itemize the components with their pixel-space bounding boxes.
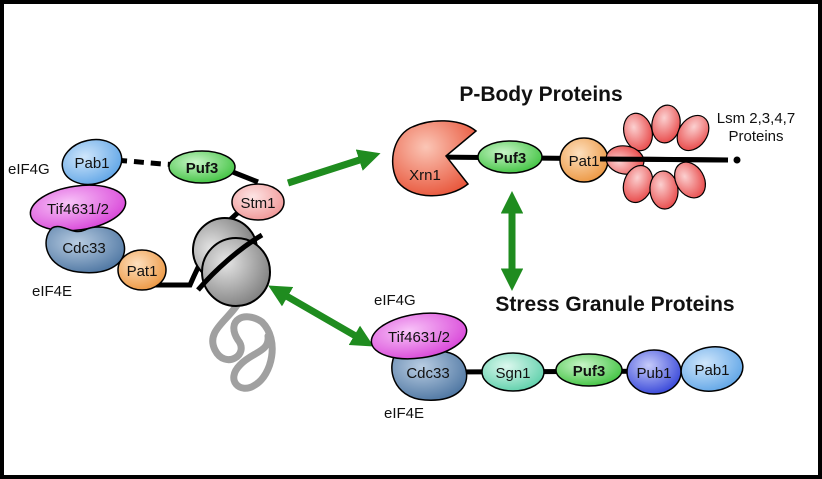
pat1-pbody-label: Pat1 <box>569 153 600 170</box>
sgn1-protein <box>481 352 545 392</box>
lsm-subunit <box>676 114 710 152</box>
cdc33-label: Cdc33 <box>62 240 105 257</box>
arrows <box>268 149 524 347</box>
tif4631-stress-label: Tif4631/2 <box>388 329 450 346</box>
arrow-to-p-body <box>286 149 381 187</box>
puf3-stress-protein <box>555 353 623 387</box>
lsm-ring <box>605 104 710 210</box>
stm1-label: Stm1 <box>240 195 275 212</box>
tif4631-protein <box>29 184 127 232</box>
p-body-complex: P-Body Proteins Xrn1 Puf3 Pat1 Lsm 2,3,4… <box>391 83 795 210</box>
stress-granule-heading: Stress Granule Proteins <box>495 293 734 316</box>
puf3-label: Puf3 <box>186 160 219 177</box>
puf3-pbody-label: Puf3 <box>494 150 527 167</box>
arrow-left-stress <box>268 285 374 347</box>
lsm-label-line1: Lsm 2,3,4,7 <box>717 110 795 127</box>
tif4631-stress-protein <box>370 312 468 360</box>
pub1-label: Pub1 <box>636 365 671 382</box>
puf3-pbody-protein <box>477 140 543 174</box>
stm1-protein <box>231 183 285 221</box>
tif4631-label: Tif4631/2 <box>47 201 109 218</box>
pab1-label: Pab1 <box>74 155 109 172</box>
eif4e-label-stress: eIF4E <box>384 405 424 422</box>
sgn1-label: Sgn1 <box>495 365 530 382</box>
pat1-label: Pat1 <box>127 263 158 280</box>
p-body-heading: P-Body Proteins <box>459 83 622 106</box>
eif4g-label-stress: eIF4G <box>374 292 416 309</box>
p-body-mrna-through-ring <box>599 156 729 163</box>
stress-granule-complex: Stress Granule Proteins eIF4G eIF4E Cdc3… <box>370 292 744 422</box>
pab1-stress-label: Pab1 <box>694 362 729 379</box>
pab1-protein <box>61 138 123 186</box>
left-complex: Pab1 Puf3 Stm1 Tif4631/2 Cdc33 Pat1 eIF4… <box>8 138 285 392</box>
eif4e-label-left: eIF4E <box>32 283 72 300</box>
ribosome-mrna-pass <box>196 232 264 292</box>
lsm-label-line2: Proteins <box>728 128 783 145</box>
pat1-protein <box>117 249 167 291</box>
lsm-subunit <box>649 170 679 210</box>
p-body-mrna-end <box>733 156 741 164</box>
ribosome-small-subunit <box>201 237 271 307</box>
cdc33-protein <box>45 225 126 274</box>
mrna-loop <box>209 296 276 392</box>
puf3-protein <box>168 150 236 184</box>
lsm-subunit <box>673 161 707 199</box>
eif4g-label-left: eIF4G <box>8 161 50 178</box>
xrn1-protein <box>391 120 478 197</box>
pab1-stress-protein <box>680 346 744 392</box>
lsm-subunit <box>651 104 681 144</box>
puf3-stress-label: Puf3 <box>573 363 606 380</box>
cdc33-stress-label: Cdc33 <box>406 365 449 382</box>
xrn1-label: Xrn1 <box>409 167 441 184</box>
